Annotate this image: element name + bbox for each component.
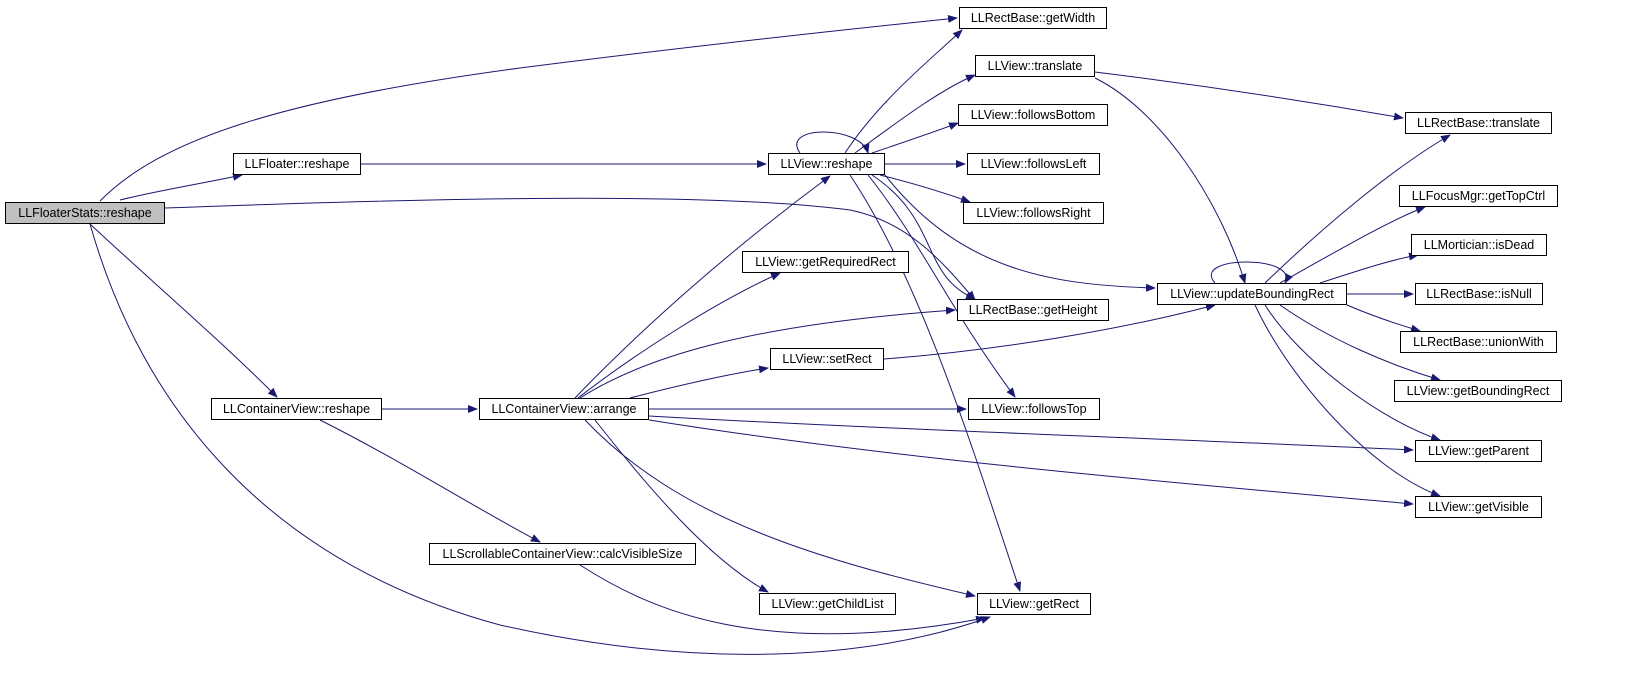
edge-setrect-to-updateboundingrect: [883, 303, 1216, 360]
edge-arrange-to-setrect: [629, 365, 769, 399]
edge-updateboundingrect-to-getvisible: [1254, 304, 1441, 497]
edge-view-reshape-to-followsbottom: [871, 122, 959, 154]
node-llscrollablecontainerview-calcvisiblesize[interactable]: LLScrollableContainerView::calcVisibleSi…: [429, 543, 696, 565]
edge-arrange-to-getrect: [584, 419, 976, 598]
node-llview-followsleft[interactable]: LLView::followsLeft: [967, 153, 1100, 175]
edge-updateboundingrect-to-unionwith: [1346, 304, 1421, 333]
edge-arrange-to-getparent: [648, 415, 1414, 454]
edge-updateboundingrect-to-getboundingrect: [1279, 304, 1441, 382]
node-llfloaterstats-reshape[interactable]: LLFloaterStats::reshape: [5, 202, 165, 224]
edge-view-reshape-to-getheight: [871, 174, 976, 300]
edge-view-reshape-to-translate: [854, 74, 976, 154]
edge-view-reshape-self-loop: [796, 131, 870, 154]
node-llview-setrect[interactable]: LLView::setRect: [770, 348, 884, 370]
edge-arrange-to-getvisible: [648, 419, 1414, 508]
edge-updateboundingrect-to-isdead: [1319, 252, 1419, 284]
node-llview-getrect[interactable]: LLView::getRect: [977, 593, 1091, 615]
node-llview-updateboundingrect[interactable]: LLView::updateBoundingRect: [1157, 283, 1347, 305]
node-llrectbase-translate[interactable]: LLRectBase::translate: [1405, 112, 1552, 134]
edge-translate-to-updateboundingrect: [1094, 77, 1247, 284]
node-llview-followsbottom[interactable]: LLView::followsBottom: [958, 104, 1108, 126]
edge-container-reshape-to-scrollable: [319, 419, 541, 543]
node-llrectbase-isnull[interactable]: LLRectBase::isNull: [1415, 283, 1543, 305]
node-llcontainerview-reshape[interactable]: LLContainerView::reshape: [211, 398, 382, 420]
node-llrectbase-getheight[interactable]: LLRectBase::getHeight: [957, 299, 1109, 321]
edge-scrollable-to-getrect: [579, 564, 986, 635]
node-llcontainerview-arrange[interactable]: LLContainerView::arrange: [479, 398, 649, 420]
edge-view-reshape-to-getwidth: [844, 29, 963, 154]
node-llview-getchildlist[interactable]: LLView::getChildList: [759, 593, 896, 615]
edge-view-reshape-to-updateboundingrect: [884, 174, 1156, 292]
node-llfocusmgr-gettopctrl[interactable]: LLFocusMgr::getTopCtrl: [1399, 185, 1558, 207]
node-llmortician-isdead[interactable]: LLMortician::isDead: [1411, 234, 1547, 256]
node-llview-followstop[interactable]: LLView::followsTop: [968, 398, 1100, 420]
node-llview-getrequiredrect[interactable]: LLView::getRequiredRect: [742, 251, 909, 273]
edge-root-to-getheight: [164, 197, 976, 301]
edge-view-reshape-to-getrect: [849, 174, 1021, 592]
edge-root-to-container-reshape: [89, 223, 278, 398]
edge-view-reshape-to-followstop: [867, 174, 1016, 398]
node-llview-translate[interactable]: LLView::translate: [975, 55, 1095, 77]
edge-updateboundingrect-to-recttranslate: [1264, 134, 1451, 284]
node-llrectbase-unionwith[interactable]: LLRectBase::unionWith: [1400, 331, 1557, 353]
edge-arrange-to-view-reshape: [574, 175, 831, 399]
edge-updateboundingrect-to-getparent: [1264, 304, 1441, 441]
edge-arrange-to-getheight: [579, 306, 956, 399]
node-llfloater-reshape[interactable]: LLFloater::reshape: [233, 153, 361, 175]
edge-arrange-to-getrequiredrect: [577, 272, 781, 399]
node-llview-getparent[interactable]: LLView::getParent: [1415, 440, 1542, 462]
node-llrectbase-getwidth[interactable]: LLRectBase::getWidth: [959, 7, 1107, 29]
node-llview-reshape[interactable]: LLView::reshape: [768, 153, 885, 175]
node-llview-followsright[interactable]: LLView::followsRight: [963, 202, 1104, 224]
edge-arrange-to-getchildlist: [594, 419, 769, 593]
edge-root-to-getwidth: [99, 14, 958, 202]
edge-updateboundingrect-to-gettopctrl: [1279, 206, 1426, 284]
edge-view-reshape-to-followsright: [879, 174, 971, 203]
node-llview-getvisible[interactable]: LLView::getVisible: [1415, 496, 1542, 518]
edge-translate-to-recttranslate: [1094, 71, 1404, 121]
edge-root-to-getrect: [89, 223, 991, 655]
edge-root-to-floater-reshape: [119, 172, 243, 201]
node-llview-getboundingrect[interactable]: LLView::getBoundingRect: [1394, 380, 1562, 402]
edge-updateboundingrect-self-loop: [1211, 261, 1293, 284]
